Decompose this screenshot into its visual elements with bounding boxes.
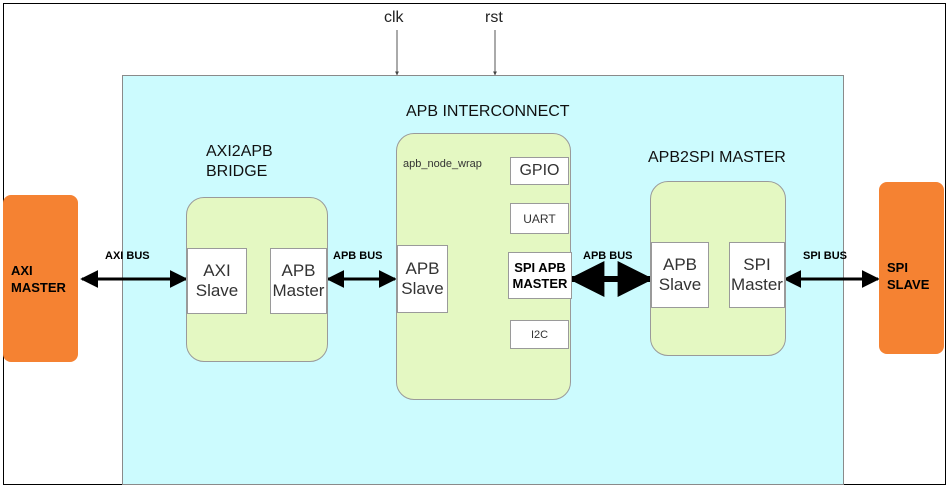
- axi-slave-port: AXI Slave: [187, 248, 247, 314]
- gpio-block: GPIO: [510, 157, 569, 185]
- apb-interconnect-title: APB INTERCONNECT: [392, 100, 612, 128]
- uart-block: UART: [510, 203, 569, 234]
- apb-bus-label-1: APB BUS: [333, 250, 383, 262]
- apb2spi-master-title: APB2SPI MASTER: [640, 144, 820, 174]
- apb-master-port: APB Master: [270, 248, 327, 314]
- i2c-block: I2C: [510, 320, 569, 349]
- apb-slave-port: APB Slave: [397, 245, 448, 313]
- spi-master-port: SPI Master: [729, 242, 785, 308]
- spi-slave-block: [879, 182, 944, 354]
- spi-slave-label: SPI SLAVE: [887, 260, 930, 292]
- axi2apb-bridge-title: AXI2APB BRIDGE: [198, 138, 314, 186]
- apb-bus-label-2: APB BUS: [583, 250, 633, 262]
- apb-node-wrap-label: apb_node_wrap: [403, 158, 482, 170]
- axi-master-label: AXI MASTER: [11, 263, 66, 295]
- axi-master-block: [3, 195, 78, 362]
- axi-bus-label: AXI BUS: [105, 250, 150, 262]
- spi-bus-label: SPI BUS: [803, 250, 848, 262]
- spi-apb-master-block: SPI APB MASTER: [508, 252, 572, 299]
- clk-label: clk: [384, 9, 404, 26]
- apb2spi-apb-slave-port: APB Slave: [651, 242, 709, 308]
- rst-label: rst: [485, 9, 503, 26]
